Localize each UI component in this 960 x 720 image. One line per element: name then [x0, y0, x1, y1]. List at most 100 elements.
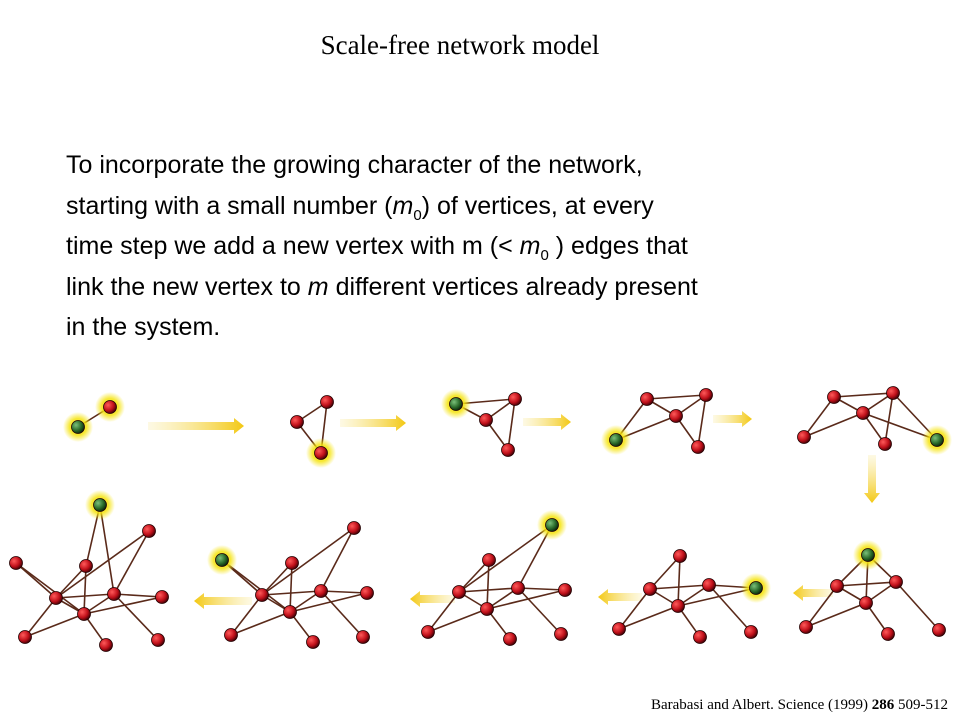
network-vertex: [320, 395, 334, 409]
network-vertex: [347, 521, 361, 535]
new-vertex: [71, 420, 85, 434]
network-edge: [320, 527, 355, 592]
network-vertex: [290, 415, 304, 429]
citation: Barabasi and Albert. Science (1999) 286 …: [650, 697, 948, 713]
network-vertex: [314, 584, 328, 598]
new-vertex: [749, 581, 763, 595]
network-edge: [618, 605, 679, 630]
network-edge: [320, 590, 364, 638]
network-vertex: [671, 599, 685, 613]
network-vertex: [503, 632, 517, 646]
network-vertex: [49, 591, 63, 605]
network-edge: [230, 594, 263, 636]
network-edge: [486, 589, 566, 610]
network-edge: [24, 597, 57, 638]
network-growth-diagram: [9, 386, 952, 652]
network-vertex: [669, 409, 683, 423]
network-vertex: [830, 579, 844, 593]
network-vertex: [479, 413, 493, 427]
network-vertex: [107, 587, 121, 601]
network-edge: [805, 602, 867, 628]
arrow-right-2: [523, 414, 571, 430]
body-line-4: link the new vertex to m different verti…: [66, 272, 698, 301]
network-edge: [289, 592, 368, 613]
network-edge: [113, 593, 159, 641]
network-vertex: [558, 583, 572, 597]
network-vertex: [306, 635, 320, 649]
network-edge: [646, 394, 707, 400]
network-edge: [458, 524, 553, 593]
network-edge: [697, 394, 707, 448]
network-vertex: [151, 633, 165, 647]
network-edge: [289, 562, 293, 613]
network-vertex: [859, 596, 873, 610]
network-edge: [677, 555, 681, 607]
network-vertex: [886, 386, 900, 400]
network-edge: [803, 412, 864, 438]
network-vertex: [142, 524, 156, 538]
network-edge: [517, 587, 566, 591]
network-vertex: [932, 623, 946, 637]
network-vertex: [360, 586, 374, 600]
arrow-right-1: [340, 415, 406, 431]
network-edge: [24, 613, 85, 638]
network-edge: [55, 593, 115, 599]
network-vertex: [881, 627, 895, 641]
body-line-2: starting with a small number (m0) of ver…: [66, 191, 654, 224]
network-edge: [261, 590, 322, 596]
body-line-5: in the system.: [66, 313, 221, 341]
network-edge: [507, 398, 516, 451]
network-vertex: [799, 620, 813, 634]
new-vertex: [545, 518, 559, 532]
network-edge: [55, 565, 87, 599]
network-vertex: [501, 443, 515, 457]
slide-title: Scale-free network model: [320, 30, 600, 60]
network-vertex: [511, 581, 525, 595]
network-vertex: [79, 559, 93, 573]
network-edge: [458, 559, 490, 593]
new-vertex: [609, 433, 623, 447]
network-vertex: [693, 630, 707, 644]
network-edge: [427, 608, 488, 633]
network-edge: [83, 596, 163, 615]
network-edge: [708, 584, 752, 633]
network-vertex: [640, 392, 654, 406]
network-vertex: [797, 430, 811, 444]
new-vertex: [930, 433, 944, 447]
network-vertex: [77, 607, 91, 621]
network-vertex: [673, 549, 687, 563]
new-vertex: [861, 548, 875, 562]
network-vertex: [699, 388, 713, 402]
network-edge: [99, 504, 115, 595]
network-vertex: [856, 406, 870, 420]
network-edge: [55, 530, 150, 599]
network-vertex: [827, 390, 841, 404]
network-vertex: [508, 392, 522, 406]
new-vertex: [93, 498, 107, 512]
network-edge: [649, 555, 681, 590]
body-line-3: time step we add a new vertex with m (< …: [66, 232, 688, 264]
network-vertex: [103, 400, 117, 414]
network-edge: [833, 392, 894, 398]
network-edge: [15, 562, 85, 615]
network-vertex: [18, 630, 32, 644]
body-line-1: To incorporate the growing character of …: [66, 151, 643, 179]
network-edge: [649, 584, 710, 590]
new-vertex: [449, 397, 463, 411]
network-edge: [517, 587, 562, 635]
network-vertex: [612, 622, 626, 636]
network-vertex: [224, 628, 238, 642]
network-edge: [803, 396, 835, 438]
network-vertex: [702, 578, 716, 592]
network-edge: [261, 527, 355, 596]
network-vertex: [480, 602, 494, 616]
network-edge: [113, 530, 150, 595]
network-vertex: [9, 556, 23, 570]
arrow-right-0: [148, 418, 244, 434]
network-vertex: [691, 440, 705, 454]
slide-body-text: To incorporate the growing character of …: [66, 145, 896, 348]
network-vertex: [482, 553, 496, 567]
network-vertex: [452, 585, 466, 599]
network-vertex: [99, 638, 113, 652]
new-vertex: [215, 553, 229, 567]
